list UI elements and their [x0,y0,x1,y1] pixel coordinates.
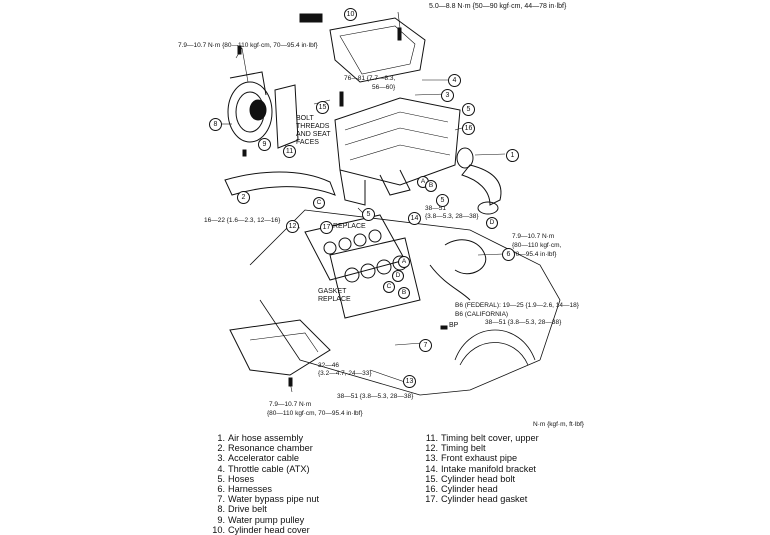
legend-item: 4.Throttle cable (ATX) [217,463,310,474]
torque-label: 38—51 {3.8—5.3, 28—38} [485,319,562,326]
callout-letter-d: D [486,217,498,229]
legend-column-left: 1.Air hose assembly 2.Resonance chamber … [205,433,319,535]
callout-10: 10 [344,8,357,21]
replace-note: REPLACE [318,296,351,303]
callout-5: 5 [436,194,449,207]
cylinder-head-cover-drawing [299,13,426,83]
legend-item: 3.Accelerator cable [217,453,299,464]
torque-label: B6 (CALIFORNIA) [455,311,509,318]
callout-letter-d: D [392,270,404,282]
callout-13: 13 [403,375,416,388]
callout-6: 6 [502,248,515,261]
torque-label: 56—60} [372,84,396,91]
torque-label: 5.0—8.8 N·m {50—90 kgf·cm, 44—78 in·lbf} [429,3,567,10]
legend-item: 7.Water bypass pipe nut [217,494,320,505]
torque-label: {3.2—4.7, 24—33} [318,370,372,377]
resonance-chamber-drawing [224,171,336,196]
callout-letter-b: B [398,287,410,299]
callout-letter-c: C [383,281,395,293]
callout-letter-b: B [425,180,437,192]
torque-label: {80—110 kgf·cm, 70—95.4 in·lbf} [267,410,363,417]
cylinder-head-drawing [334,97,461,206]
callout-letter-c: C [313,197,325,209]
bolt-threads-note: AND SEAT [296,131,331,138]
callout-15: 15 [316,101,329,114]
legend-item: 15.Cylinder head bolt [425,473,516,484]
replace-note: REPLACE [333,223,366,230]
engine-line-art [220,11,561,396]
gasket-note: GASKET [318,288,347,295]
callout-9: 9 [258,138,271,151]
torque-label: {80—110 kgf·cm, [512,242,562,249]
engine-undercover-drawing [229,319,331,376]
callout-4: 4 [448,74,461,87]
air-hose-drawing [456,147,502,215]
legend-item: 2.Resonance chamber [217,443,313,454]
callout-2: 2 [237,191,250,204]
vehicle-body-drawing [249,209,561,396]
torque-label: 38—51 {3.8—5.3, 28—38} [337,393,414,400]
callout-16: 16 [462,122,475,135]
legend-item: 10.Cylinder head cover [212,524,310,535]
callout-8: 8 [209,118,222,131]
torque-label: B6 (FEDERAL): 19—25 {1.9—2.6, 14—18} [455,302,579,309]
callout-14: 14 [408,212,421,225]
bolt-threads-note: BOLT [296,115,314,122]
legend-item: 13.Front exhaust pipe [425,453,518,464]
legend-item: 1.Air hose assembly [217,433,304,443]
callout-1: 1 [506,149,519,162]
callout-17: 17 [320,221,333,234]
legend-item: 8.Drive belt [217,504,267,515]
units-note: N·m {kgf·m, ft·lbf} [533,421,584,428]
torque-label: 32—46 [318,362,339,369]
callout-3: 3 [441,89,454,102]
bp-note: BP [449,322,459,329]
callout-7: 7 [419,339,432,352]
bolt-threads-note: FACES [296,139,319,146]
legend-item: 12.Timing belt [425,443,486,454]
callout-5: 5 [462,103,475,116]
exploded-engine-diagram: 5.0—8.8 N·m {50—90 kgf·cm, 44—78 in·lbf}… [178,3,579,417]
torque-label: 16—22 {1.6—2.3, 12—16} [204,217,281,224]
callout-11: 11 [283,145,296,158]
torque-label: 38—51 [425,205,446,212]
bolt-threads-note: THREADS [296,123,330,130]
torque-label: 7.9—10.7 N·m [269,401,312,408]
legend-item: 5.Hoses [217,473,255,484]
torque-label: 7.9—10.7 N·m [512,233,555,240]
torque-label: 7.9—10.7 N·m {80—110 kgf·cm, 70—95.4 in·… [178,42,318,49]
legend-item: 16.Cylinder head [425,484,498,495]
legend-item: 14.Intake manifold bracket [425,463,536,474]
leader-lines [220,11,506,393]
torque-label: {3.8—5.3, 28—38} [425,213,479,220]
parts-legend: 1.Air hose assembly 2.Resonance chamber … [0,430,770,535]
timing-belt-pulley-drawing [227,71,299,149]
legend-item: 6.Harnesses [217,484,272,495]
harness-drawing [429,239,487,301]
callout-12: 12 [286,220,299,233]
legend-column-right: 11.Timing belt cover, upper 12.Timing be… [418,433,539,504]
callout-5: 5 [362,208,375,221]
torque-label: 76—81 {7.7—8.3, [344,75,396,82]
callout-letter-a: A [398,256,410,268]
bolts-drawing [237,27,448,387]
legend-item: 17.Cylinder head gasket [425,494,528,505]
legend-item: 11.Timing belt cover, upper [425,433,539,443]
torque-label: 70—95.4 in·lbf} [512,251,557,258]
legend-item: 9.Water pump pulley [217,514,305,525]
